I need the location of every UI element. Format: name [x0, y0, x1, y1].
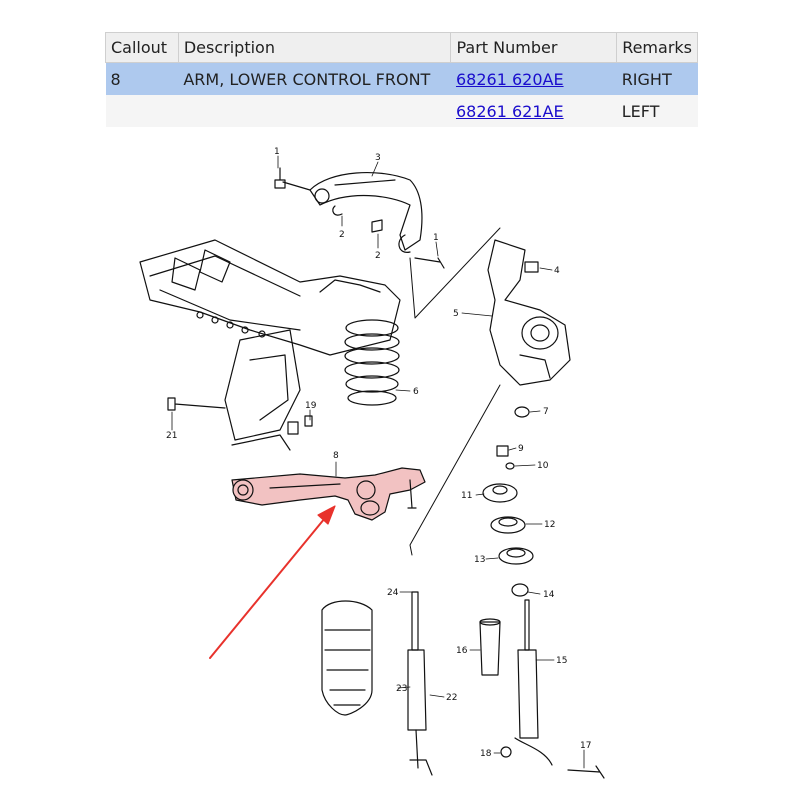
- header-callout[interactable]: Callout: [105, 32, 179, 63]
- red-arrow-pointer: [209, 505, 336, 659]
- callout-11: 11: [461, 491, 472, 501]
- callout-6: 6: [413, 387, 419, 397]
- header-remarks[interactable]: Remarks: [616, 32, 698, 63]
- table-row[interactable]: 68261 621AE LEFT: [105, 95, 698, 127]
- callout-5: 5: [453, 309, 459, 319]
- cell-description: ARM, LOWER CONTROL FRONT: [178, 62, 451, 95]
- part-number-link[interactable]: 68261 621AE: [455, 101, 564, 121]
- upper-control-arm: [309, 172, 423, 253]
- callout-21: 21: [166, 431, 177, 441]
- callout-2: 2: [339, 230, 345, 240]
- hardware-parts: [167, 167, 539, 565]
- table-row[interactable]: 8 ARM, LOWER CONTROL FRONT 68261 620AE R…: [105, 62, 698, 95]
- table-header-row: Callout Description Part Number Remarks: [105, 32, 698, 63]
- callout-2: 2: [375, 251, 381, 261]
- dust-boot: [321, 600, 373, 716]
- cell-callout: [105, 95, 179, 127]
- cell-remarks: RIGHT: [616, 62, 698, 95]
- header-description[interactable]: Description: [177, 32, 452, 63]
- jounce-bumper: [479, 618, 501, 676]
- callout-1: 1: [433, 233, 439, 243]
- callout-leaders: [171, 155, 585, 769]
- cell-remarks: LEFT: [616, 95, 698, 127]
- callout-3: 3: [375, 153, 381, 163]
- header-part-number[interactable]: Part Number: [450, 32, 618, 63]
- cell-description: [178, 95, 451, 127]
- shock-strut: [407, 591, 433, 776]
- callout-labels: 1 3 2 2 1 4 5 6 7 8 9 10 11 12 13 14 16 …: [166, 147, 591, 759]
- callout-15: 15: [556, 656, 567, 666]
- callout-1: 1: [274, 147, 280, 157]
- lower-control-arm-highlighted: [231, 467, 426, 521]
- cell-callout: 8: [105, 62, 179, 95]
- cell-part-number: 68261 621AE: [450, 95, 617, 127]
- callout-13: 13: [474, 555, 485, 565]
- coil-spring: [344, 319, 400, 406]
- callout-18: 18: [480, 749, 492, 759]
- shock-absorber: [500, 583, 605, 779]
- callout-8: 8: [333, 451, 339, 461]
- callout-7: 7: [543, 407, 549, 417]
- callout-17: 17: [580, 741, 591, 751]
- callout-10: 10: [537, 461, 549, 471]
- callout-19: 19: [305, 401, 317, 411]
- steering-knuckle: [487, 239, 571, 386]
- frame-crossmember: [139, 239, 401, 451]
- part-number-link[interactable]: 68261 620AE: [455, 69, 564, 89]
- exploded-parts-diagram: 1 3 2 2 1 4 5 6 7 8 9 10 11 12 13 14 16 …: [139, 147, 605, 779]
- callout-16: 16: [456, 646, 468, 656]
- callout-22: 22: [446, 693, 457, 703]
- cell-part-number: 68261 620AE: [450, 62, 617, 95]
- callout-14: 14: [543, 590, 555, 600]
- callout-4: 4: [554, 266, 560, 276]
- parts-table: Callout Description Part Number Remarks …: [105, 32, 698, 127]
- callout-23: 23: [396, 684, 407, 694]
- callout-9: 9: [518, 444, 524, 454]
- callout-12: 12: [544, 520, 555, 530]
- leader-lines: [409, 227, 501, 556]
- callout-24: 24: [387, 588, 399, 598]
